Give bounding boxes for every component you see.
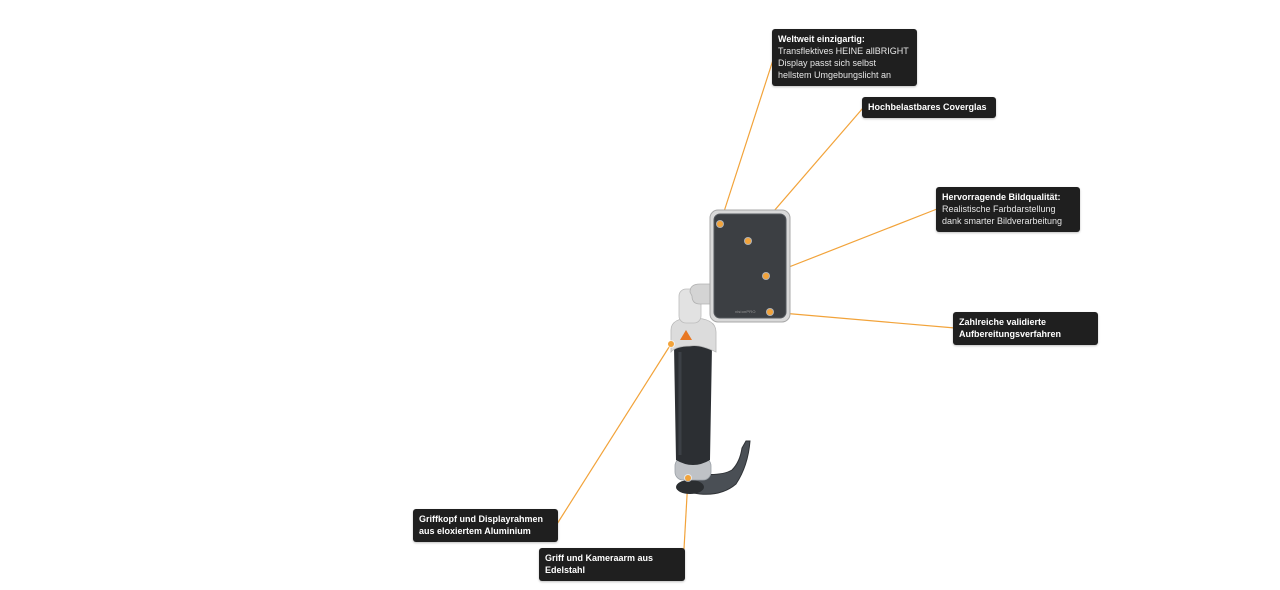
connector-image-quality <box>765 208 938 277</box>
blade <box>685 440 751 495</box>
connector-reprocessing <box>769 311 956 329</box>
callout-title: Weltweit einzigartig: <box>778 34 865 44</box>
hotspot-unique[interactable] <box>717 221 723 227</box>
display-frame <box>709 209 791 323</box>
connector-grip-head <box>556 343 672 525</box>
hotspot-steel[interactable] <box>685 475 691 481</box>
callout-title: Hervorragende Bildqualität: <box>942 192 1061 202</box>
callout-image-quality[interactable]: Hervorragende Bildqualität: Realistische… <box>936 187 1080 232</box>
callout-grip-head[interactable]: Griffkopf und Displayrahmen aus eloxiert… <box>413 509 558 542</box>
callout-title: Zahlreiche validierte <box>959 317 1047 327</box>
handle-grip <box>673 324 712 465</box>
callout-unique[interactable]: Weltweit einzigartig: Transflektives HEI… <box>772 29 917 86</box>
blade-foot <box>676 480 704 494</box>
callout-title: Griff und Kameraarm aus <box>545 553 654 563</box>
hotspot-image-quality[interactable] <box>763 273 769 279</box>
callout-reprocessing[interactable]: Zahlreiche validierte Aufbereitungsverfa… <box>953 312 1098 345</box>
callout-line: Edelstahl <box>545 565 586 575</box>
connector-steel <box>683 477 689 550</box>
hotspot-grip-head[interactable] <box>668 341 674 347</box>
callout-steel[interactable]: Griff und Kameraarm aus Edelstahl <box>539 548 685 581</box>
callout-line: dank smarter Bildverarbeitung <box>942 216 1063 226</box>
laryngoscope-illustration <box>670 209 791 495</box>
connector-unique <box>719 59 774 225</box>
display-screen <box>714 214 786 318</box>
callout-line: Transflektives HEINE allBRIGHT <box>778 46 909 56</box>
hotspot-reprocessing[interactable] <box>767 309 773 315</box>
callout-line: Aufbereitungsverfahren <box>959 329 1062 339</box>
callout-line: hellstem Umgebungslicht an <box>778 70 892 80</box>
callout-line: Realistische Farbdarstellung <box>942 204 1056 214</box>
callout-title: Hochbelastbares Coverglas <box>868 102 987 112</box>
hotspot-coverglass[interactable] <box>745 238 751 244</box>
display-brand-label: visionPRO <box>735 309 756 314</box>
connector-coverglass <box>747 107 864 242</box>
callout-title: Griffkopf und Displayrahmen <box>419 514 544 524</box>
handle-head <box>670 317 717 354</box>
callout-coverglass[interactable]: Hochbelastbares Coverglas <box>862 97 996 118</box>
brand-logo <box>680 330 692 340</box>
callout-line: aus eloxiertem Aluminium <box>419 526 531 536</box>
callout-line: Display passt sich selbst <box>778 58 877 68</box>
